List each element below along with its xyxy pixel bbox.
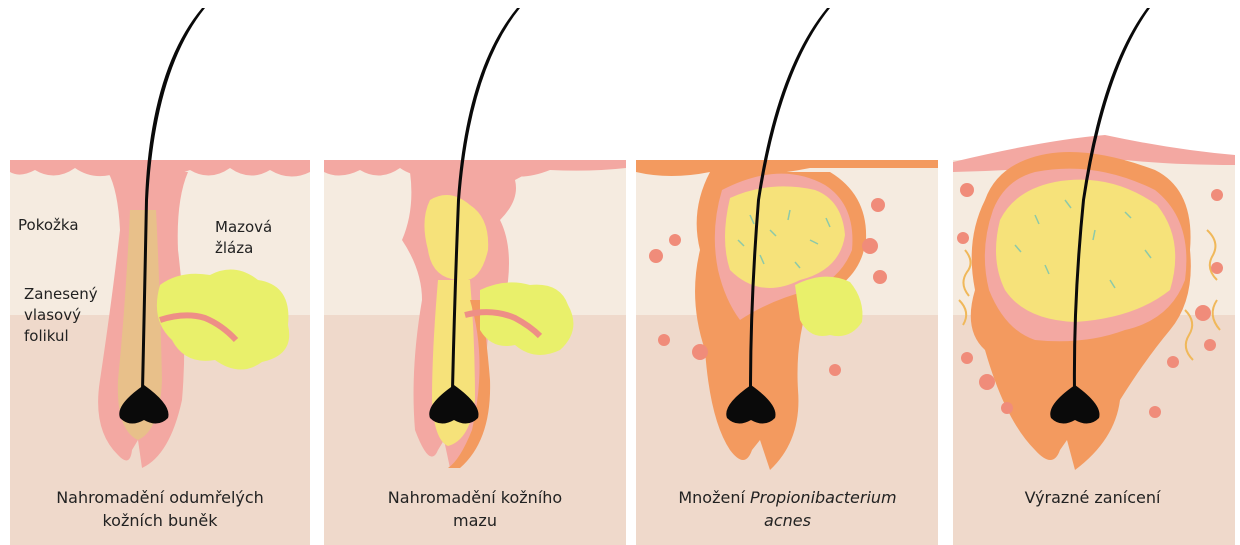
label-sebaceous-gland: Mazová žláza [215,217,272,259]
sebum-mass [996,180,1175,322]
label-sebaceous-gland-line2: žláza [215,238,272,259]
caption-stage-2-line2: mazu [325,509,625,532]
caption-stage-2-line1: Nahromadění kožního [325,486,625,509]
caption-stage-1-line2: kožních buněk [10,509,310,532]
label-epidermis: Pokožka [18,215,79,236]
caption-stage-1: Nahromadění odumřelých kožních buněk [10,486,310,532]
caption-stage-4-line1: Výrazné zanícení [950,486,1235,509]
caption-stage-3-line1: Množení Propionibacterium [635,486,940,509]
label-clogged-follicle-line2: vlasový [24,305,98,326]
label-sebaceous-gland-line1: Mazová [215,217,272,238]
caption-stage-3-prefix: Množení [678,488,750,507]
label-epidermis-text: Pokožka [18,216,79,234]
label-clogged-follicle-line3: folikul [24,326,98,347]
caption-stage-3-species: Propionibacterium [750,488,897,507]
label-clogged-follicle-line1: Zanesený [24,284,98,305]
panel-stage-1 [0,0,320,545]
panel-stage-4 [945,0,1240,545]
panel-stage-2 [320,0,630,545]
label-clogged-follicle: Zanesený vlasový folikul [24,284,98,347]
caption-stage-3: Množení Propionibacterium acnes [635,486,940,532]
sebaceous-gland [795,277,863,336]
caption-stage-4: Výrazné zanícení [950,486,1235,509]
panel-stage-3 [630,0,945,545]
caption-stage-1-line1: Nahromadění odumřelých [10,486,310,509]
caption-stage-2: Nahromadění kožního mazu [325,486,625,532]
caption-stage-3-line2: acnes [635,509,940,532]
